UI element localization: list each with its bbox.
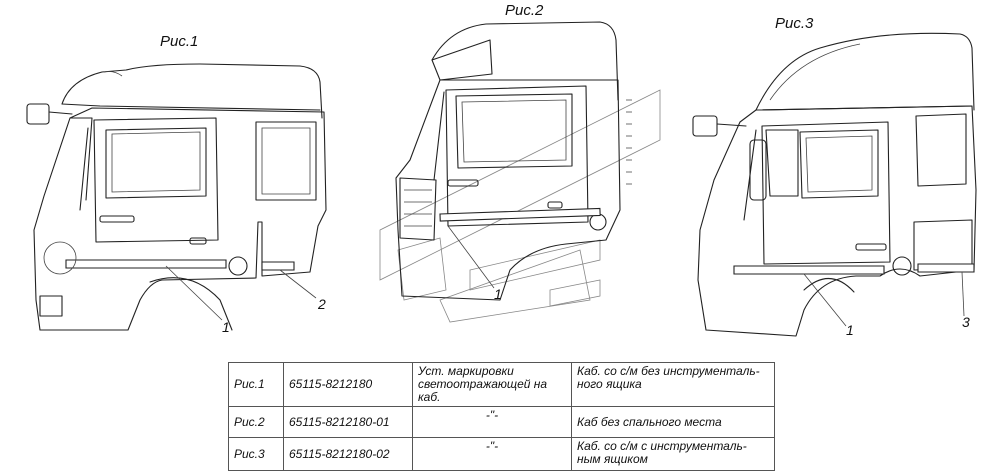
- fig3-wheel-arch: [804, 278, 854, 292]
- fig2-step-handle: [548, 202, 562, 208]
- cell-name: Уст. маркировки светоотражающей на каб.: [412, 362, 572, 407]
- fig3-roof-crease: [770, 44, 860, 100]
- fig3-door-window-inner: [806, 136, 872, 192]
- fig2-ghost-panel-1: [380, 90, 660, 280]
- cell-note: Каб. со с/м без инструменталь-ного ящика: [571, 362, 775, 407]
- fig2-roof-spoiler: [432, 22, 618, 100]
- fig3-leader-3: [962, 272, 964, 316]
- fig3-quarter-glass: [766, 130, 798, 196]
- fig1-mirror: [27, 104, 49, 124]
- fig1-door-handle: [100, 216, 134, 222]
- cell-note: Каб без спального места: [571, 406, 775, 438]
- fig1-wheel-arch: [150, 278, 232, 330]
- fig2-door-window: [456, 94, 572, 168]
- fig2-ghost-panel-4: [550, 280, 600, 306]
- cell-code: 65115-8212180: [283, 362, 413, 407]
- fig1-cab-outline: [34, 108, 326, 330]
- cell-name: -"-: [412, 437, 572, 471]
- fig3-roof: [756, 33, 974, 110]
- figure-3-title: Рис.3: [775, 15, 814, 32]
- fig2-ghost-panel-3: [470, 240, 600, 290]
- fig3-mirror: [693, 116, 717, 136]
- fig3-mirror-2: [750, 140, 766, 200]
- fig2-reflective-strip: [440, 208, 600, 221]
- fig2-leader-1: [448, 226, 494, 288]
- fig3-cab-outline: [698, 106, 976, 336]
- parts-table: Рис.1 65115-8212180 Уст. маркировки свет…: [228, 362, 775, 471]
- cell-code: 65115-8212180-02: [283, 437, 413, 471]
- fig1-fuel-cap: [229, 257, 247, 275]
- fig2-ghost-panel-2: [440, 250, 590, 322]
- cell-name: -"-: [412, 406, 572, 438]
- fig1-detail-circle: [44, 242, 76, 274]
- fig3-reflective-strip-2: [918, 264, 974, 272]
- fig1-roof-spoiler: [62, 64, 322, 118]
- fig2-fuel-cap: [590, 214, 606, 230]
- fig2-door-window-inner: [462, 100, 566, 162]
- fig1-roof-vent: [104, 72, 122, 77]
- fig3-mirror-arm: [717, 124, 746, 126]
- figure-3-drawing: [693, 33, 976, 336]
- fig1-callout-1: 1: [222, 319, 230, 335]
- fig3-fuel-cap: [893, 257, 911, 275]
- fig2-grille-bars: [404, 190, 432, 226]
- fig3-mirror-rod: [744, 130, 756, 220]
- fig3-callout-3: 3: [962, 314, 970, 330]
- fig1-mirror-arm: [49, 112, 72, 114]
- fig3-door: [762, 122, 890, 264]
- cell-figure: Рис.1: [228, 362, 284, 407]
- cell-figure: Рис.2: [228, 406, 284, 438]
- fig2-door-handle: [448, 180, 478, 186]
- fig3-door-window: [800, 130, 878, 198]
- fig1-door-window: [106, 128, 206, 198]
- fig1-mirror-rod: [80, 128, 88, 210]
- figure-1-drawing: [27, 64, 326, 330]
- fig3-step-handle: [856, 244, 886, 250]
- cell-note: Каб. со с/м с инструменталь-ным ящиком: [571, 437, 775, 471]
- figure-1-title: Рис.1: [160, 33, 199, 50]
- fig1-sleeper-window: [256, 122, 316, 200]
- fig2-callout-1: 1: [494, 286, 502, 302]
- table-row: Рис.3 65115-8212180-02 -"- Каб. со с/м с…: [228, 437, 775, 471]
- fig2-ghost-panel-5: [398, 238, 446, 300]
- fig1-door-window-inner: [112, 132, 200, 192]
- cell-code: 65115-8212180-01: [283, 406, 413, 438]
- fig2-mirror-rod: [434, 92, 444, 180]
- fig1-reflective-strip-1: [66, 260, 226, 268]
- fig3-leader-1: [804, 274, 846, 326]
- fig3-callout-1: 1: [846, 322, 854, 338]
- fig1-sleeper-window-inner: [262, 128, 310, 194]
- fig2-grille: [400, 178, 436, 240]
- fig2-cab-outline: [396, 80, 620, 300]
- fig1-a-pillar: [70, 118, 92, 200]
- fig1-leader-1: [166, 266, 222, 320]
- fig3-tool-box: [914, 220, 972, 270]
- table-row: Рис.1 65115-8212180 Уст. маркировки свет…: [228, 362, 775, 407]
- fig2-door: [446, 86, 588, 226]
- fig1-reflective-strip-2: [262, 262, 294, 270]
- fig1-step-handle: [190, 238, 206, 244]
- figure-2-title: Рис.2: [505, 2, 544, 19]
- figure-2-drawing: [380, 22, 660, 322]
- fig1-callout-2: 2: [318, 296, 326, 312]
- fig1-leader-2: [280, 270, 316, 298]
- table-row: Рис.2 65115-8212180-01 -"- Каб без спаль…: [228, 406, 775, 438]
- fig1-door: [94, 118, 218, 242]
- fig3-reflective-strip-1: [734, 266, 884, 274]
- fig2-side-louvres: [626, 100, 632, 184]
- fig2-spoiler-side: [432, 40, 492, 80]
- fig1-headlight: [40, 296, 62, 316]
- cell-figure: Рис.3: [228, 437, 284, 471]
- fig1-roof-edge: [62, 104, 320, 110]
- fig3-sleeper-window: [916, 114, 966, 186]
